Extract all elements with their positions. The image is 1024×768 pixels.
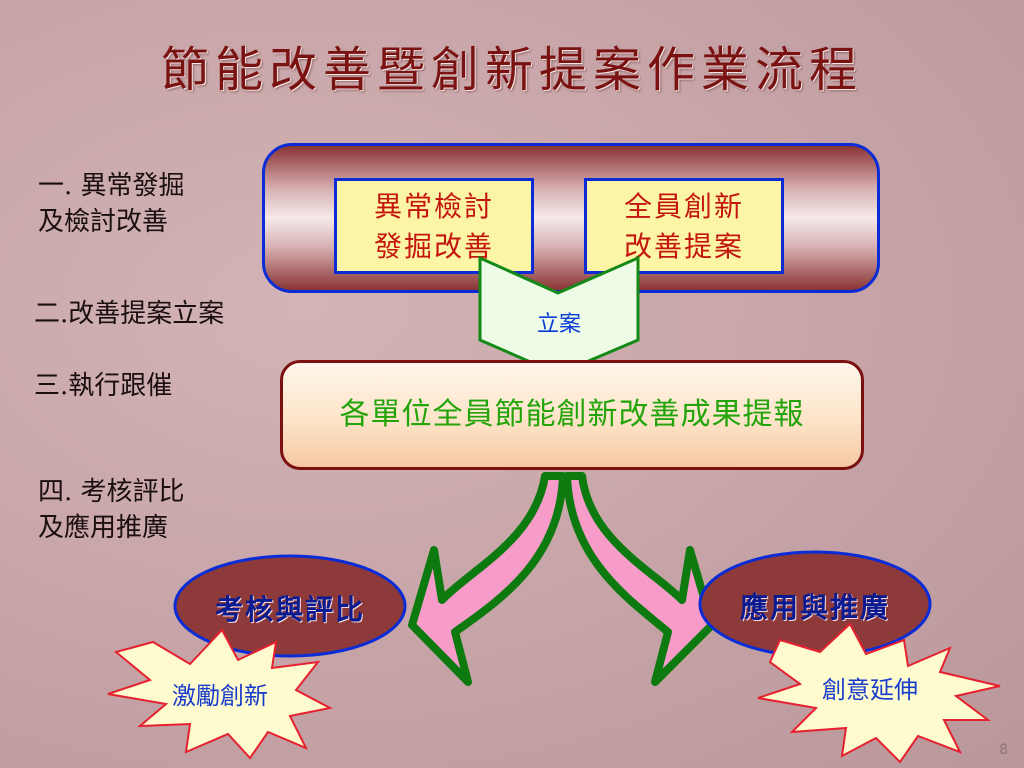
inspire-innovation-label: 激勵創新: [172, 682, 268, 710]
chevron-label: 立案: [536, 312, 581, 337]
evaluation-label: 考核與評比: [214, 593, 365, 626]
page-title: 節能改善暨創新提案作業流程: [160, 42, 863, 98]
left-starburst: [107, 628, 333, 760]
step-2-label: 二.改善提案立案: [34, 299, 225, 329]
left-curved-arrow: [408, 472, 567, 686]
step-4-label: 四. 考核評比 及應用推廣: [38, 477, 185, 543]
page-number: 8: [999, 742, 1008, 758]
promotion-label: 應用與推廣: [739, 591, 890, 624]
evaluation-ellipse: [173, 554, 407, 658]
right-starburst: [757, 622, 1001, 764]
step-1-label: 一. 異常發掘 及檢討改善: [38, 171, 185, 237]
step-3-label: 三.執行跟催: [34, 371, 173, 401]
result-report-box: 各單位全員節能創新改善成果提報: [280, 360, 864, 470]
creative-extension-label: 創意延伸: [822, 676, 918, 704]
right-curved-arrow: [563, 472, 716, 686]
anomaly-review-box: 異常檢討 發掘改善: [334, 178, 534, 274]
innovation-proposal-box: 全員創新 改善提案: [584, 178, 784, 274]
chevron-arrow: [478, 255, 640, 376]
